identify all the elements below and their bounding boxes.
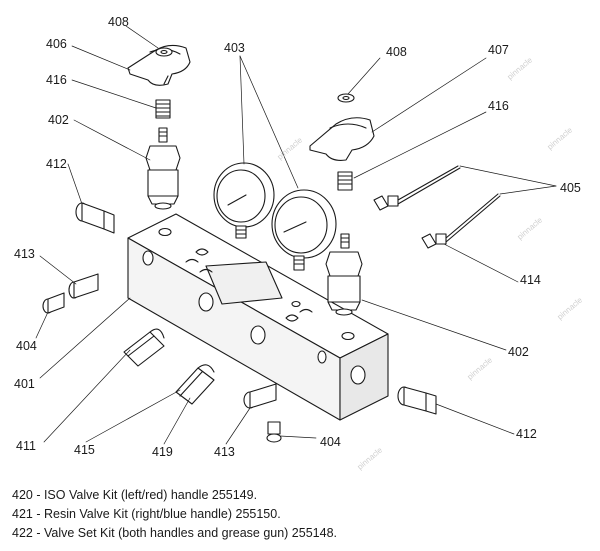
thermocouple-405-upper (373, 165, 461, 211)
spring-416-right (337, 171, 353, 191)
manifold-block (127, 213, 389, 421)
thermocouple-405-lower (421, 193, 501, 249)
right-handle-407 (309, 117, 375, 161)
callout-406: 406 (46, 37, 67, 51)
callout-404-bottom: 404 (320, 435, 341, 449)
kit-line-422: 422 - Valve Set Kit (both handles and gr… (12, 526, 337, 540)
callout-419: 419 (152, 445, 173, 459)
fitting-404-left (42, 292, 65, 314)
callout-412-right: 412 (516, 427, 537, 441)
callout-411: 411 (16, 439, 36, 453)
elbow-419 (175, 364, 215, 405)
fitting-404-bottom (266, 421, 282, 443)
watermark-text: pinnacle (276, 135, 305, 161)
gauge-403-left (213, 162, 275, 239)
callout-407: 407 (488, 43, 509, 57)
callout-413-left: 413 (14, 247, 35, 261)
callout-405: 405 (560, 181, 581, 195)
kit-line-421: 421 - Resin Valve Kit (right/blue handle… (12, 507, 281, 521)
plug-413-left (68, 273, 99, 299)
fitting-412-right (397, 386, 437, 415)
elbow-415 (123, 328, 165, 367)
valve-402-right (325, 233, 363, 316)
callout-408-right: 408 (386, 45, 407, 59)
kit-list: 420 - ISO Valve Kit (left/red) handle 25… (12, 486, 337, 543)
watermark-text: pinnacle (546, 125, 575, 151)
callout-402-left: 402 (48, 113, 69, 127)
watermark-text: pinnacle (466, 355, 495, 381)
valve-402-left (145, 127, 181, 210)
callout-412-left: 412 (46, 157, 67, 171)
plug-413-bottom (243, 383, 277, 409)
callout-403: 403 (224, 41, 245, 55)
callout-416-right: 416 (488, 99, 509, 113)
watermark-text: pinnacle (516, 215, 545, 241)
callout-414: 414 (520, 273, 541, 287)
fitting-412-left (75, 202, 115, 234)
nut-408-left (155, 47, 173, 57)
callout-408-left: 408 (108, 15, 129, 29)
watermark-text: pinnacle (556, 295, 585, 321)
callout-415: 415 (74, 443, 95, 457)
callout-416-left: 416 (46, 73, 67, 87)
callout-413-bottom: 413 (214, 445, 235, 459)
nut-408-right (337, 93, 355, 103)
kit-line-420: 420 - ISO Valve Kit (left/red) handle 25… (12, 488, 258, 502)
spring-416-left (155, 99, 171, 119)
callout-401: 401 (14, 377, 35, 391)
leader-lines (35, 25, 557, 445)
callout-404-left: 404 (16, 339, 37, 353)
gauge-403-right (271, 189, 337, 271)
watermark-text: pinnacle (356, 445, 385, 471)
watermark-text: pinnacle (506, 55, 535, 81)
callout-402-right: 402 (508, 345, 529, 359)
